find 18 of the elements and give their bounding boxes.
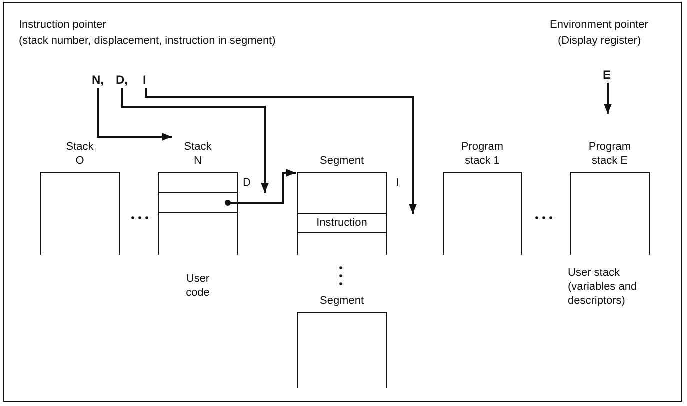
stack-label: Program stack 1 bbox=[461, 140, 504, 168]
stack-label: Segment bbox=[320, 154, 364, 168]
pointer-field: D, bbox=[116, 73, 128, 87]
pointer-field: E bbox=[603, 68, 612, 82]
pointer-field: N, bbox=[92, 73, 104, 87]
annotation-text: I bbox=[396, 176, 400, 190]
caption-text: Environment pointer bbox=[550, 18, 648, 32]
pointer-field: I bbox=[143, 73, 146, 87]
annotation-text: D bbox=[243, 176, 251, 190]
annotation-text: User stack (variables and descriptors) bbox=[568, 266, 638, 308]
stack-label: Stack O bbox=[66, 140, 94, 168]
caption-text: (Display register) bbox=[558, 34, 642, 48]
caption-text: Instruction pointer bbox=[19, 18, 106, 32]
annotation-text: User code bbox=[185, 272, 211, 300]
stack-label: Segment bbox=[320, 294, 364, 308]
stack-label: Program stack E bbox=[588, 140, 632, 168]
caption-text: (stack number, displacement, instruction in segment) bbox=[19, 34, 276, 48]
stack-label: Stack N bbox=[184, 140, 212, 168]
